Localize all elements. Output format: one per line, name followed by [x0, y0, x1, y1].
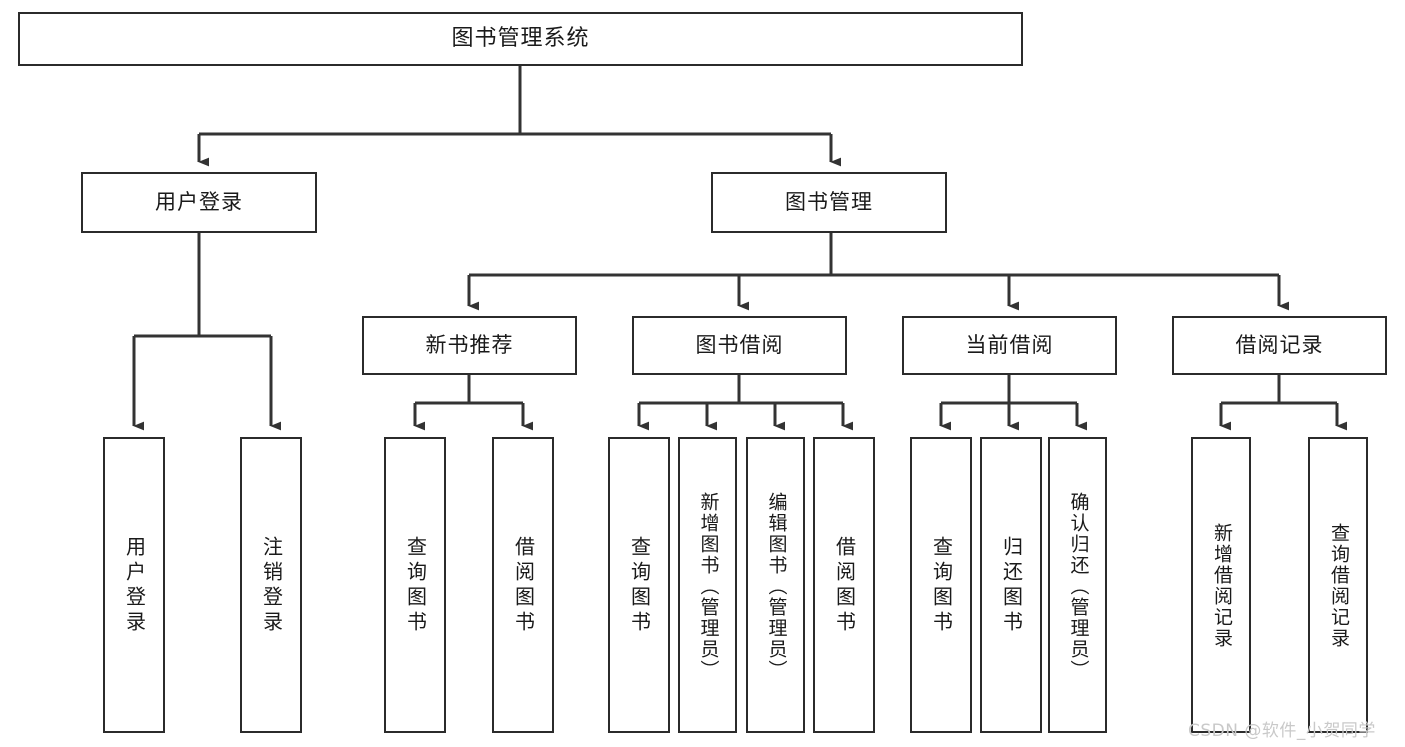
- node-label: 新书推荐: [425, 332, 514, 357]
- leaf-user-login[interactable]: 用户登录: [103, 437, 165, 733]
- node-user-login[interactable]: 用户登录: [81, 172, 317, 233]
- node-root-system[interactable]: 图书管理系统: [18, 12, 1023, 66]
- node-label: 借阅记录: [1235, 332, 1324, 357]
- leaf-label: 新增图书（管理员）: [697, 491, 720, 681]
- leaf-label: 注销登录: [259, 536, 284, 636]
- node-label: 用户登录: [155, 189, 243, 214]
- leaf-label: 借阅图书: [832, 536, 857, 636]
- node-current-borrow[interactable]: 当前借阅: [902, 316, 1117, 375]
- leaf-query-borrow-record[interactable]: 查询借阅记录: [1308, 437, 1368, 733]
- leaf-borrow-book-1[interactable]: 借阅图书: [492, 437, 554, 733]
- leaf-label: 查询借阅记录: [1327, 523, 1350, 649]
- leaf-logout-login[interactable]: 注销登录: [240, 437, 302, 733]
- leaf-edit-book-admin[interactable]: 编辑图书（管理员）: [746, 437, 805, 733]
- leaf-label: 查询图书: [627, 536, 652, 636]
- node-borrow-record[interactable]: 借阅记录: [1172, 316, 1387, 375]
- node-book-borrow[interactable]: 图书借阅: [632, 316, 847, 375]
- leaf-label: 用户登录: [122, 536, 147, 636]
- csdn-watermark: CSDN @软件_小贺同学: [1188, 721, 1376, 741]
- leaf-label: 借阅图书: [511, 536, 536, 636]
- leaf-add-book-admin[interactable]: 新增图书（管理员）: [678, 437, 737, 733]
- leaf-query-book-2[interactable]: 查询图书: [608, 437, 670, 733]
- leaf-query-book-1[interactable]: 查询图书: [384, 437, 446, 733]
- leaf-label: 归还图书: [999, 536, 1024, 636]
- leaf-label: 查询图书: [403, 536, 428, 636]
- node-label: 图书管理: [785, 189, 873, 214]
- leaf-label: 编辑图书（管理员）: [765, 491, 788, 681]
- leaf-confirm-return-admin[interactable]: 确认归还（管理员）: [1048, 437, 1107, 733]
- node-book-management[interactable]: 图书管理: [711, 172, 947, 233]
- node-label: 图书管理系统: [451, 25, 590, 51]
- node-label: 图书借阅: [695, 332, 784, 357]
- node-label: 当前借阅: [965, 332, 1054, 357]
- leaf-query-book-3[interactable]: 查询图书: [910, 437, 972, 733]
- leaf-label: 新增借阅记录: [1210, 523, 1233, 649]
- leaf-add-borrow-record[interactable]: 新增借阅记录: [1191, 437, 1251, 733]
- leaf-label: 查询图书: [929, 536, 954, 636]
- leaf-return-book[interactable]: 归还图书: [980, 437, 1042, 733]
- leaf-borrow-book-2[interactable]: 借阅图书: [813, 437, 875, 733]
- node-new-book-recommend[interactable]: 新书推荐: [362, 316, 577, 375]
- leaf-label: 确认归还（管理员）: [1067, 491, 1090, 681]
